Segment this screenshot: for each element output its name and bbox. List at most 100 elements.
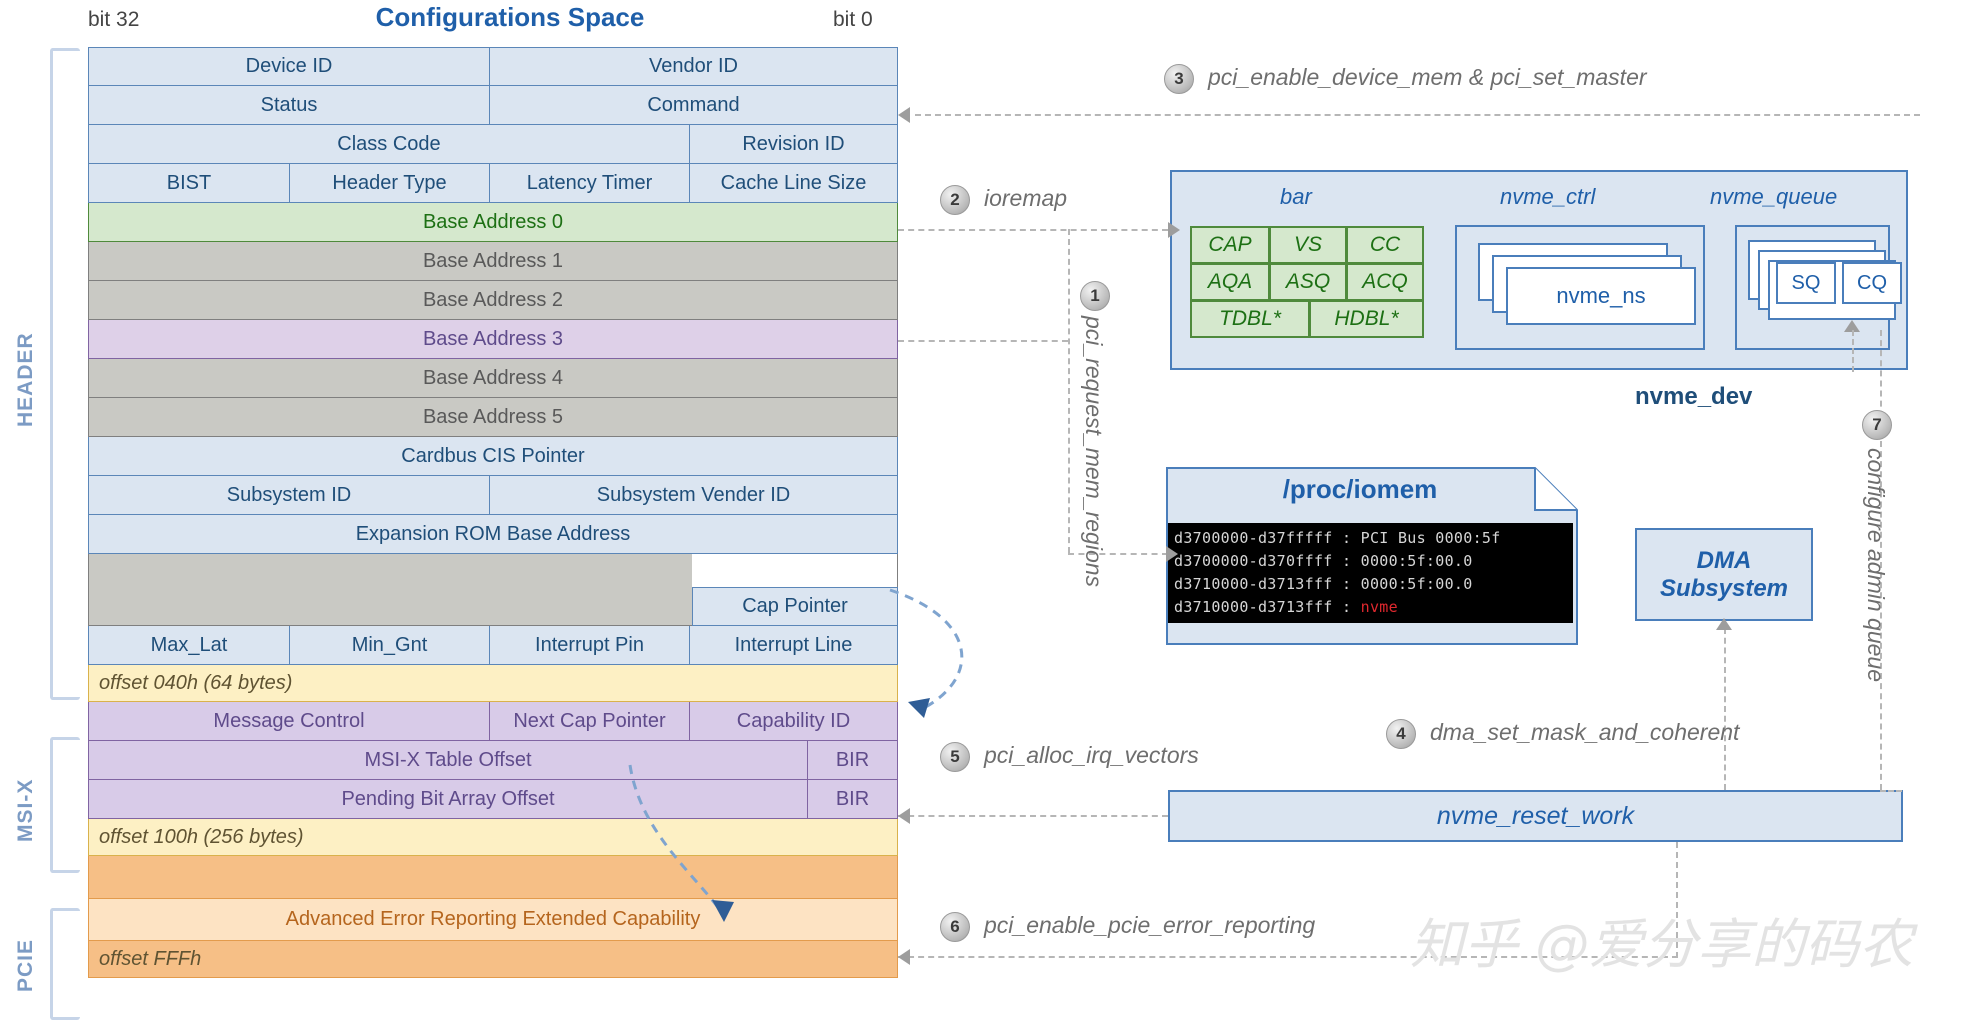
step-badge-2: 2 — [940, 185, 970, 215]
bit-label-left: bit 32 — [88, 8, 140, 31]
proc-iomem-title: /proc/iomem — [1282, 474, 1438, 504]
table-row: Max_Lat Min_Gnt Interrupt Pin Interrupt … — [88, 626, 898, 665]
offset-label-fffh: offset FFFh — [89, 941, 897, 977]
table-row: Cardbus CIS Pointer — [88, 437, 898, 476]
arrow-step3 — [898, 107, 910, 123]
field-pcie-reserved — [89, 856, 897, 898]
reg-cc: CC — [1346, 226, 1424, 264]
field-status: Status — [89, 86, 489, 124]
dma-subsystem-box: DMA Subsystem — [1635, 528, 1813, 621]
field-pending-bit-array-offset: Pending Bit Array Offset — [89, 780, 807, 818]
table-row-bar3: Base Address 3 — [88, 320, 898, 359]
cq-box: CQ — [1842, 262, 1902, 304]
field-base-address-5: Base Address 5 — [89, 398, 897, 436]
connector-step4 — [1724, 628, 1726, 790]
connector-cap-pointer — [889, 588, 964, 718]
bar-label: bar — [1280, 184, 1312, 209]
connector-step3-v — [1918, 114, 1920, 116]
reg-aqa: AQA — [1190, 263, 1270, 301]
field-capability-id: Capability ID — [689, 702, 897, 740]
step-label-4: dma_set_mask_and_coherent — [1430, 719, 1740, 745]
dma-line-2: Subsystem — [1659, 574, 1789, 602]
connector-step7-h — [1880, 790, 1902, 792]
connector-step6 — [898, 956, 1678, 958]
arrow-step4 — [1716, 618, 1732, 630]
step-label-2: ioremap — [984, 185, 1068, 211]
field-interrupt-pin: Interrupt Pin — [489, 626, 689, 664]
iomem-line-4-prefix: d3710000-d3713fff : — [1174, 598, 1361, 616]
step-label-7: configure admin queue — [1863, 448, 1889, 682]
arrow-step5 — [898, 808, 910, 824]
reg-tdbl: TDBL* — [1190, 300, 1310, 338]
connector-step5 — [898, 815, 1168, 817]
table-row-aer: Advanced Error Reporting Extended Capabi… — [88, 899, 898, 941]
table-row: BIST Header Type Latency Timer Cache Lin… — [88, 164, 898, 203]
field-max-lat: Max_Lat — [89, 626, 289, 664]
connector-step1-vert — [1068, 229, 1070, 553]
sq-box: SQ — [1776, 262, 1836, 304]
dma-line-1: DMA — [1696, 546, 1752, 574]
reg-acq: ACQ — [1346, 263, 1424, 301]
table-row: Class Code Revision ID — [88, 125, 898, 164]
bracket-header — [50, 48, 80, 700]
field-class-code: Class Code — [89, 125, 689, 163]
arrow-step6 — [898, 949, 910, 965]
field-device-id: Device ID — [89, 48, 489, 85]
nvme-reset-work-box: nvme_reset_work — [1168, 790, 1903, 842]
bracket-pcie — [50, 908, 80, 1020]
nvme-ns-label: nvme_ns — [1506, 267, 1696, 325]
step-badge-7: 7 — [1862, 410, 1892, 440]
watermark: 知乎 @爱分享的码农 — [1410, 913, 1914, 976]
table-row: Subsystem ID Subsystem Vender ID — [88, 476, 898, 515]
field-min-gnt: Min_Gnt — [289, 626, 489, 664]
field-subsystem-id: Subsystem ID — [89, 476, 489, 514]
reg-cap: CAP — [1190, 226, 1270, 264]
field-base-address-3: Base Address 3 — [89, 320, 897, 358]
bracket-label-pcie: PCIE — [14, 938, 37, 992]
reg-vs: VS — [1269, 226, 1347, 264]
reg-hdbl: HDBL* — [1309, 300, 1424, 338]
step-label-6: pci_enable_pcie_error_reporting — [984, 912, 1316, 938]
step-badge-3: 3 — [1164, 64, 1194, 94]
offset-row-040h: offset 040h (64 bytes) — [88, 665, 898, 702]
field-base-address-1: Base Address 1 — [89, 242, 897, 280]
field-subsystem-vendor-id: Subsystem Vender ID — [489, 476, 897, 514]
bracket-label-msix: MSI-X — [14, 778, 37, 842]
step-label-1: pci_request_mem_regions — [1081, 316, 1107, 588]
field-msix-table-offset: MSI-X Table Offset — [89, 741, 807, 779]
connector-step1-top — [898, 340, 1068, 342]
field-reserved-gap — [89, 554, 692, 625]
connector-step3 — [915, 114, 1920, 116]
offset-row-fffh: offset FFFh — [88, 941, 898, 978]
step-label-5: pci_alloc_irq_vectors — [984, 742, 1199, 768]
step-badge-1: 1 — [1080, 281, 1110, 311]
offset-label-040h: offset 040h (64 bytes) — [89, 665, 897, 701]
field-bist: BIST — [89, 164, 289, 202]
connector-step7-stub — [1852, 330, 1854, 372]
field-message-control: Message Control — [89, 702, 489, 740]
connector-next-cap-pointer — [628, 764, 734, 922]
field-aer-capability: Advanced Error Reporting Extended Capabi… — [89, 899, 897, 940]
field-base-address-0: Base Address 0 — [89, 203, 897, 241]
step-badge-4: 4 — [1386, 719, 1416, 749]
iomem-line-2: d3700000-d370ffff : 0000:5f:00.0 — [1174, 552, 1473, 570]
table-row-bar5: Base Address 5 — [88, 398, 898, 437]
field-next-cap-pointer: Next Cap Pointer — [489, 702, 689, 740]
table-row: Status Command — [88, 86, 898, 125]
field-header-type: Header Type — [289, 164, 489, 202]
connector-step6-vert — [1676, 842, 1678, 958]
iomem-line-1: d3700000-d37fffff : PCI Bus 0000:5f — [1174, 529, 1501, 547]
bracket-label-header: HEADER — [14, 332, 37, 428]
nvme-dev-title: nvme_dev — [1635, 383, 1753, 410]
field-cardbus-cis-pointer: Cardbus CIS Pointer — [89, 437, 897, 475]
iomem-line-4-nvme: nvme — [1360, 598, 1398, 616]
table-row-pcie-blank — [88, 856, 898, 899]
nvme-reset-work-label: nvme_reset_work — [1436, 801, 1635, 830]
offset-row-100h: offset 100h (256 bytes) — [88, 819, 898, 856]
offset-label-100h: offset 100h (256 bytes) — [89, 819, 897, 855]
connector-step1-bottom — [1068, 553, 1168, 555]
field-base-address-2: Base Address 2 — [89, 281, 897, 319]
field-latency-timer: Latency Timer — [489, 164, 689, 202]
bracket-msix — [50, 737, 80, 873]
